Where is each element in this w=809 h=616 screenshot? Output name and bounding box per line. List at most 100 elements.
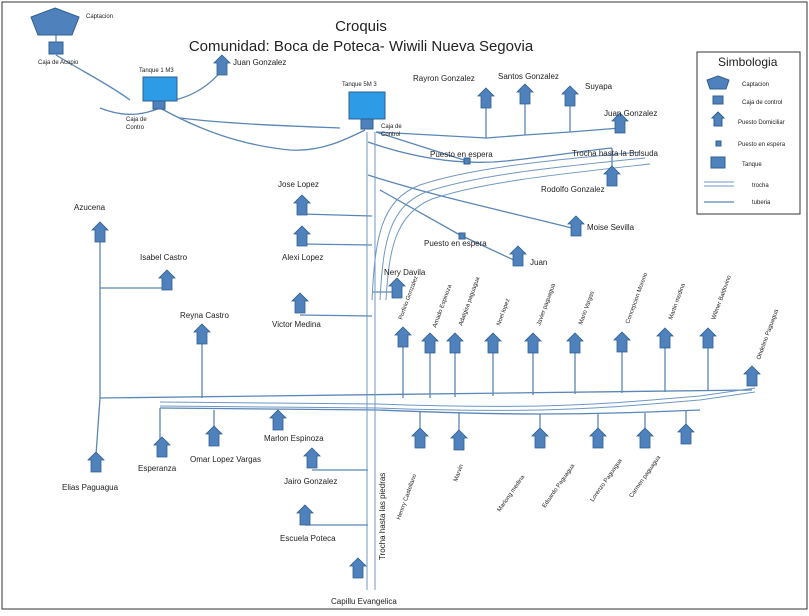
house-label-reyna-castro: Reyna Castro [180, 311, 229, 320]
caja-acopio-label: Caja de Acopio [38, 60, 79, 66]
road-line [385, 163, 651, 301]
house-icon-moise-sevilla [567, 215, 585, 237]
pipe-segment [159, 407, 701, 415]
house-icon-alexi-lopez [293, 225, 311, 247]
house-icon-ohdelino-paguagua [743, 365, 761, 387]
house-icon-capilla-evangelica [349, 557, 367, 579]
legend-label-espera: Puesto en espera [738, 142, 786, 148]
trocha-piedras-label: Trocha hasta las piedras [378, 473, 387, 560]
house-icon-azucena [91, 221, 109, 243]
house-label-elias-paguagua: Elias Paguagua [62, 483, 119, 492]
road-line [379, 157, 646, 301]
house-icon-victor-medina [291, 292, 309, 314]
title-line-1: Croquis [335, 18, 387, 35]
legend-label-caja: Caja de control [742, 100, 782, 106]
tanque-2-icon [348, 91, 386, 120]
house-label-mario-vargas: Mario Vargas [578, 291, 596, 326]
road-line [159, 387, 756, 407]
house-icon-eduardo-paguagua [589, 427, 607, 449]
house-icon-marlong-medina [531, 427, 549, 449]
house-label-concepcion-moreno: Concepcion Moreno [625, 272, 649, 325]
house-label-suyapa: Suyapa [585, 82, 613, 91]
legend-label-tuberia: tuberia [752, 200, 771, 206]
house-icon-lorenzo-paguagua [636, 427, 654, 449]
pipe-segment [159, 107, 366, 151]
house-icon-reyna-castro [193, 323, 211, 345]
house-icon-marvin [450, 429, 468, 451]
house-label-eduardo-paguagua: Eduardo Paguagua [542, 463, 577, 509]
house-icon-adalgisa-paguagua [446, 332, 464, 354]
tanque-1-icon [142, 76, 178, 102]
legend-label-tanque: Tanque [742, 162, 762, 168]
house-icon-omar-lopez-vargas [205, 425, 223, 447]
house-icon-noel-lopez [484, 332, 502, 354]
puesto-espera-2-icon [458, 232, 466, 240]
house-icon-isabel-castro [158, 269, 176, 291]
house-label-moise-sevilla: Moise Sevilla [587, 223, 635, 232]
legend-house-icon [710, 111, 726, 127]
pipe-segment [179, 117, 341, 129]
house-label-juan: Juan [530, 258, 547, 267]
house-icon-martin-medina [656, 327, 674, 349]
house-icon-nery-davila [388, 277, 406, 299]
house-label-adalgisa-paguagua: Adalgisa paguagua [458, 276, 481, 327]
house-icon-esperanza [153, 436, 171, 458]
house-label-nery-davila: Nery Davila [384, 268, 426, 277]
house-icon-rayron-gonzalez [477, 87, 495, 109]
house-label-marlong-medina: Marlong medina [497, 474, 527, 513]
house-label-henrry-castellano: Henrry Castellano [396, 473, 418, 521]
house-label-esperanza: Esperanza [138, 464, 177, 473]
legend-espera-icon [715, 140, 722, 147]
house-label-alexi-lopez: Alexi Lopez [282, 253, 323, 262]
house-icon-marlon-espinoza [269, 409, 287, 431]
pipe-segment [174, 69, 223, 101]
house-icon-juan-gonzalez-1 [213, 54, 231, 76]
house-label-rodolfo-gonzalez: Rodolfo Gonzalez [541, 185, 605, 194]
house-label-santos-gonzalez: Santos Gonzalez [498, 72, 559, 81]
pipe-segment [375, 131, 468, 162]
road-line [159, 391, 756, 411]
house-label-martin-medina: Martin medina [668, 282, 687, 320]
house-icon-rodolfo-gonzalez [603, 165, 621, 187]
house-icon-juan-gonzalez-2 [611, 112, 629, 134]
house-label-marvin: Marvin [453, 464, 465, 483]
house-label-ohdelino-paguagua: Ohdelino Paguagua [756, 308, 780, 361]
house-label-juan-gonzalez-1: Juan Gonzalez [233, 58, 286, 67]
pipe-segment [55, 54, 131, 101]
tanque-1-label: Tanque 1 M3 [139, 68, 174, 74]
caja-control-1-label-b: Contro [126, 125, 145, 131]
house-label-capilla-evangelica: Capillu Evangelica [331, 597, 397, 606]
pipe-segment [99, 389, 753, 399]
legend-box [696, 51, 801, 215]
title-line-2: Comunidad: Boca de Poteca- Wiwili Nueva … [189, 38, 534, 55]
house-label-carmen-paguagua: Carmen paguagua [629, 454, 663, 499]
pipe-segment [99, 107, 161, 115]
caja-control-2-icon [360, 118, 374, 130]
pipe-segment [299, 314, 373, 317]
house-label-juan-gonzalez-2: Juan Gonzalez [604, 109, 657, 118]
house-icon-jairo-gonzalez [303, 447, 321, 469]
caja-acopio-icon [48, 41, 64, 55]
captacion-pentagon-icon [30, 7, 80, 55]
house-label-victor-medina: Victor Medina [272, 320, 321, 329]
pipe-segment [375, 127, 621, 139]
pipe-segment [95, 397, 101, 456]
house-label-amado-espinoza: Amado Espinoza [432, 283, 453, 328]
pipe-segment [367, 174, 573, 229]
puesto-espera-2-label: Puesto en espera [424, 239, 487, 248]
captacion-label: Captacion [86, 14, 113, 20]
pipe-segment [301, 243, 373, 246]
house-icon-suyapa [561, 85, 579, 107]
legend-title: Simbologia [718, 55, 778, 69]
legend-label-captacion: Captacion [742, 82, 769, 88]
house-icon-wilmer-baldovino [699, 327, 717, 349]
house-icon-carmen-paguagua [677, 423, 695, 445]
house-icon-concepcion-moreno [613, 331, 631, 353]
caja-control-2-label-a: Caja de [381, 124, 402, 130]
legend-caja-icon [712, 95, 724, 105]
tanque-2-label: Tanque 5M 3 [342, 82, 377, 88]
legend: Simbologia Captacion Caja de control Pue… [696, 51, 801, 215]
